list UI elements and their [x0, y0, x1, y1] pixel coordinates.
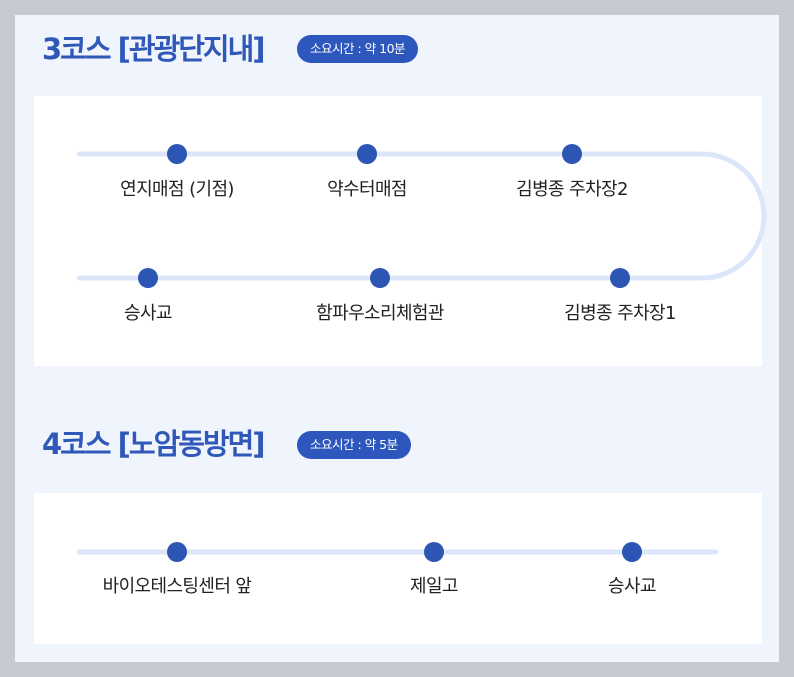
course3-stop-label-3: 김병종 주차장2	[516, 179, 628, 200]
course3-duration-badge: 소요시간 : 약 10분	[297, 35, 419, 63]
course4-duration-badge: 소요시간 : 약 5분	[297, 431, 411, 459]
course3-route-line	[76, 144, 767, 288]
page-panel: 3코스 [관광단지내] 소요시간 : 약 10분 연지매점 (기점) 약수터매점…	[15, 15, 779, 662]
course4-stop-label-2: 제일고	[410, 576, 458, 597]
course3-stop-label-2: 약수터매점	[327, 179, 407, 200]
course3-stop-label-1: 연지매점 (기점)	[120, 179, 234, 200]
course3-stop-label-4: 김병종 주차장1	[564, 303, 676, 324]
course3-stop-label-5: 함파우소리체험관	[316, 303, 444, 324]
course3-stop-dot-1	[167, 144, 187, 164]
course4-stop-label-1: 바이오테스팅센터 앞	[102, 576, 252, 597]
course4-stop-dot-1	[167, 542, 187, 562]
course3-stop-label-6: 승사교	[124, 303, 172, 324]
course3-stop-dot-2	[357, 144, 377, 164]
course3-route-card: 연지매점 (기점) 약수터매점 김병종 주차장2 김병종 주차장1 함파우소리체…	[34, 96, 767, 366]
course3-stop-dot-6	[138, 268, 158, 288]
course3-stop-dot-4	[610, 268, 630, 288]
course4-stop-label-3: 승사교	[608, 576, 656, 597]
course4-title: 4코스 [노암동방면]	[42, 427, 266, 461]
course3-title: 3코스 [관광단지내]	[42, 32, 266, 66]
course4-stop-dot-2	[424, 542, 444, 562]
course3-stop-dot-5	[370, 268, 390, 288]
course4-route-card: 바이오테스팅센터 앞 제일고 승사교	[34, 493, 762, 644]
course4-stop-dot-3	[622, 542, 642, 562]
course3-stop-dot-3	[562, 144, 582, 164]
course4-route-line	[76, 542, 719, 562]
